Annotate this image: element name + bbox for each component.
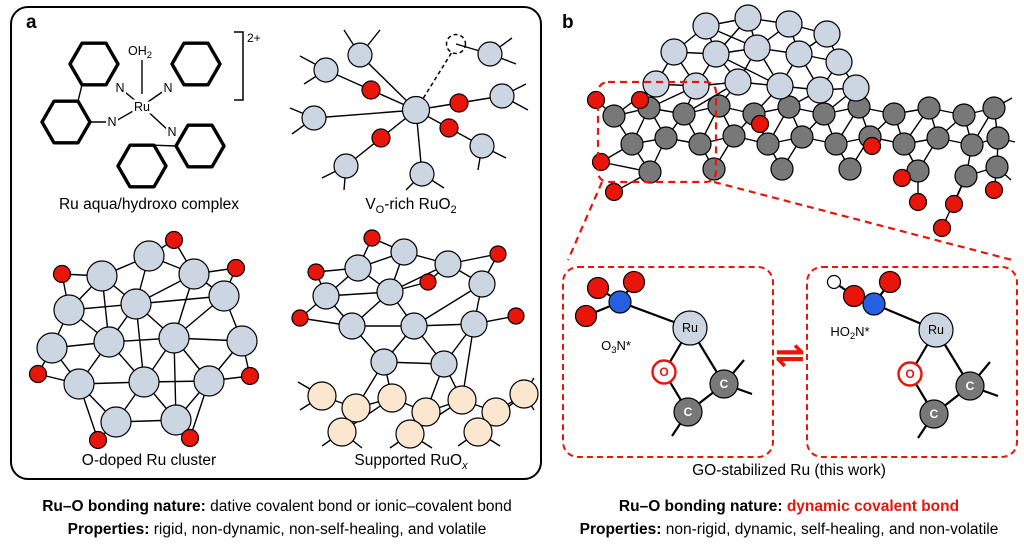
caption-o-doped-cluster: O-doped Ru cluster: [81, 452, 217, 469]
o-atom: [878, 270, 902, 294]
panel-a-footer-line1: Ru–O bonding nature: dative covalent bon…: [42, 498, 512, 515]
n-atom: [608, 290, 632, 314]
panel-b-footer-line1: Ru–O bonding nature: dynamic covalent bo…: [618, 498, 960, 515]
panel-a-footer-line2: Properties: rigid, non-dynamic, non-self…: [67, 521, 487, 538]
ru-center-label: Ru: [134, 100, 150, 114]
ru-atom-label: Ru: [928, 323, 944, 337]
o-atoms: [361, 80, 469, 148]
caption-supported-ruox: Supported RuOx: [354, 452, 468, 473]
ru-atoms: [312, 238, 496, 378]
caption-ru-aqua-complex: Ru aqua/hydroxo complex: [58, 196, 240, 213]
vacancy-dashed-bond: [415, 51, 453, 111]
zoom-connector-lines: [566, 180, 1013, 262]
inset-ho2n-state: HO2N* Ru O C C: [806, 266, 1018, 458]
c-atom-label: C: [720, 377, 729, 391]
o-atom: [586, 276, 610, 300]
o-atom-label: O: [659, 365, 668, 379]
oxygen-vacancy-circle: [445, 33, 467, 55]
coordination-bonds: [113, 60, 171, 133]
aqua-ligand-label: OH2: [128, 44, 152, 61]
c-atom-label: C: [684, 405, 693, 419]
c-atom: [709, 369, 739, 399]
c-atom: [955, 371, 985, 401]
o-atom: [842, 284, 866, 308]
o3n-structure: O3N* Ru O C C: [574, 270, 753, 437]
ru-atoms: [301, 41, 515, 187]
c-atom-label: C: [930, 407, 939, 421]
o-doped-ru-cluster-structure: [28, 230, 260, 450]
vo-rich-ruo2-structure: [289, 29, 529, 191]
ru-atom: [672, 310, 708, 346]
n-atom: [862, 292, 886, 316]
zoom-region-box: [596, 80, 718, 184]
inset-o3n-state: O3N* Ru O C C: [562, 266, 774, 458]
ru-aqua-hydroxo-structure: OH2 Ru N N N N 2+: [40, 31, 261, 189]
ru-atom-label: Ru: [682, 321, 698, 335]
h-atom: [826, 274, 842, 290]
ru-atoms: [36, 240, 258, 438]
n-atom-label: N: [115, 81, 124, 95]
ring-link-bonds: [77, 84, 177, 147]
panel-b-label: b: [562, 12, 574, 33]
ligand-rings: [40, 41, 226, 189]
species-label: HO2N*: [830, 324, 869, 342]
n-atom-label: N: [163, 81, 172, 95]
charge-label: 2+: [247, 31, 261, 45]
panel-a-border: [10, 6, 542, 480]
go-stabilized-ru-structure: [566, 4, 1016, 262]
o-atom: [574, 304, 598, 328]
ru-cluster-atoms: [642, 4, 870, 104]
o-atoms: [291, 229, 525, 327]
supported-ruox-structure: [291, 229, 539, 449]
lattice-o-atom: [897, 361, 923, 387]
support-atoms: [307, 379, 539, 449]
panel-b-footer-line2: Properties: non-rigid, dynamic, self-hea…: [579, 521, 999, 538]
c-atom: [673, 397, 703, 427]
ru-atom: [918, 312, 954, 348]
n-atom-label: N: [107, 115, 116, 129]
o-atoms: [586, 90, 1004, 238]
o-atom: [622, 270, 646, 294]
c-atom-label: C: [966, 379, 975, 393]
o-atoms: [28, 230, 260, 450]
charge-bracket: [234, 31, 244, 101]
equilibrium-arrows: ⇌: [774, 335, 806, 376]
species-label: O3N*: [601, 338, 631, 356]
lattice-o-atom: [651, 359, 677, 385]
ho2n-structure: HO2N* Ru O C C: [826, 270, 999, 439]
panel-a-label: a: [26, 12, 37, 33]
caption-go-stabilized-ru: GO-stabilized Ru (this work): [692, 462, 886, 479]
c-atom: [919, 399, 949, 429]
caption-vo-rich-ruo2: VO-rich RuO2: [365, 196, 457, 217]
n-atom-label: N: [167, 125, 176, 139]
o-atom-label: O: [905, 367, 914, 381]
go-carbon-atoms: [602, 94, 1010, 188]
